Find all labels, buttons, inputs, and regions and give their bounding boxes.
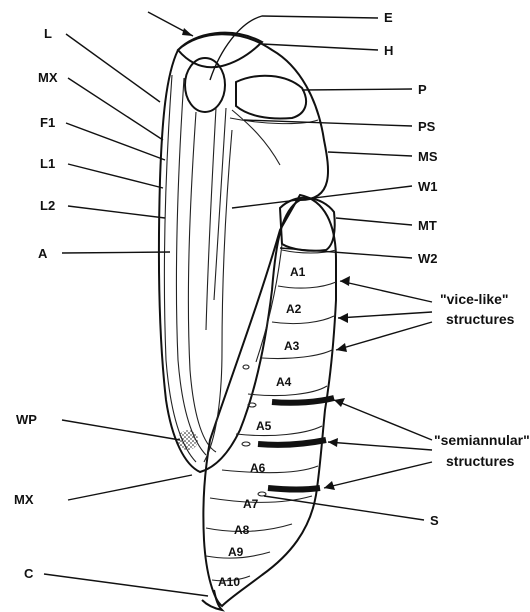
group-semiannular-line1: "semiannular" <box>434 432 530 448</box>
label-S: S <box>430 513 439 528</box>
label-MT: MT <box>418 218 437 233</box>
label-W2: W2 <box>418 251 438 266</box>
label-A: A <box>38 246 48 261</box>
label-C: C <box>24 566 34 581</box>
label-L: L <box>44 26 52 41</box>
segment-A5: A5 <box>256 419 272 433</box>
pronotum <box>236 76 306 119</box>
label-E: E <box>384 10 393 25</box>
segment-A10: A10 <box>218 575 240 589</box>
label-MX-bottom: MX <box>14 492 34 507</box>
segment-A8: A8 <box>234 523 250 537</box>
leader-lines <box>44 12 432 596</box>
group-vice-like-line2: structures <box>446 311 515 327</box>
segment-A4: A4 <box>276 375 292 389</box>
label-PS: PS <box>418 119 436 134</box>
cremaster <box>202 590 222 610</box>
group-vice-like-line1: "vice-like" <box>440 291 509 307</box>
label-P: P <box>418 82 427 97</box>
label-MX-top: MX <box>38 70 58 85</box>
label-F1: F1 <box>40 115 55 130</box>
segment-A9: A9 <box>228 545 244 559</box>
segment-A3: A3 <box>284 339 300 353</box>
label-MS: MS <box>418 149 438 164</box>
group-semiannular-line2: structures <box>446 453 515 469</box>
metathorax <box>280 198 335 251</box>
label-H: H <box>384 43 393 58</box>
segment-A2: A2 <box>286 302 302 316</box>
segment-A7: A7 <box>243 497 259 511</box>
label-L2: L2 <box>40 198 55 213</box>
label-WP: WP <box>16 412 37 427</box>
label-W1: W1 <box>418 179 438 194</box>
segment-A6: A6 <box>250 461 266 475</box>
segment-A1: A1 <box>290 265 306 279</box>
label-L1: L1 <box>40 156 55 171</box>
